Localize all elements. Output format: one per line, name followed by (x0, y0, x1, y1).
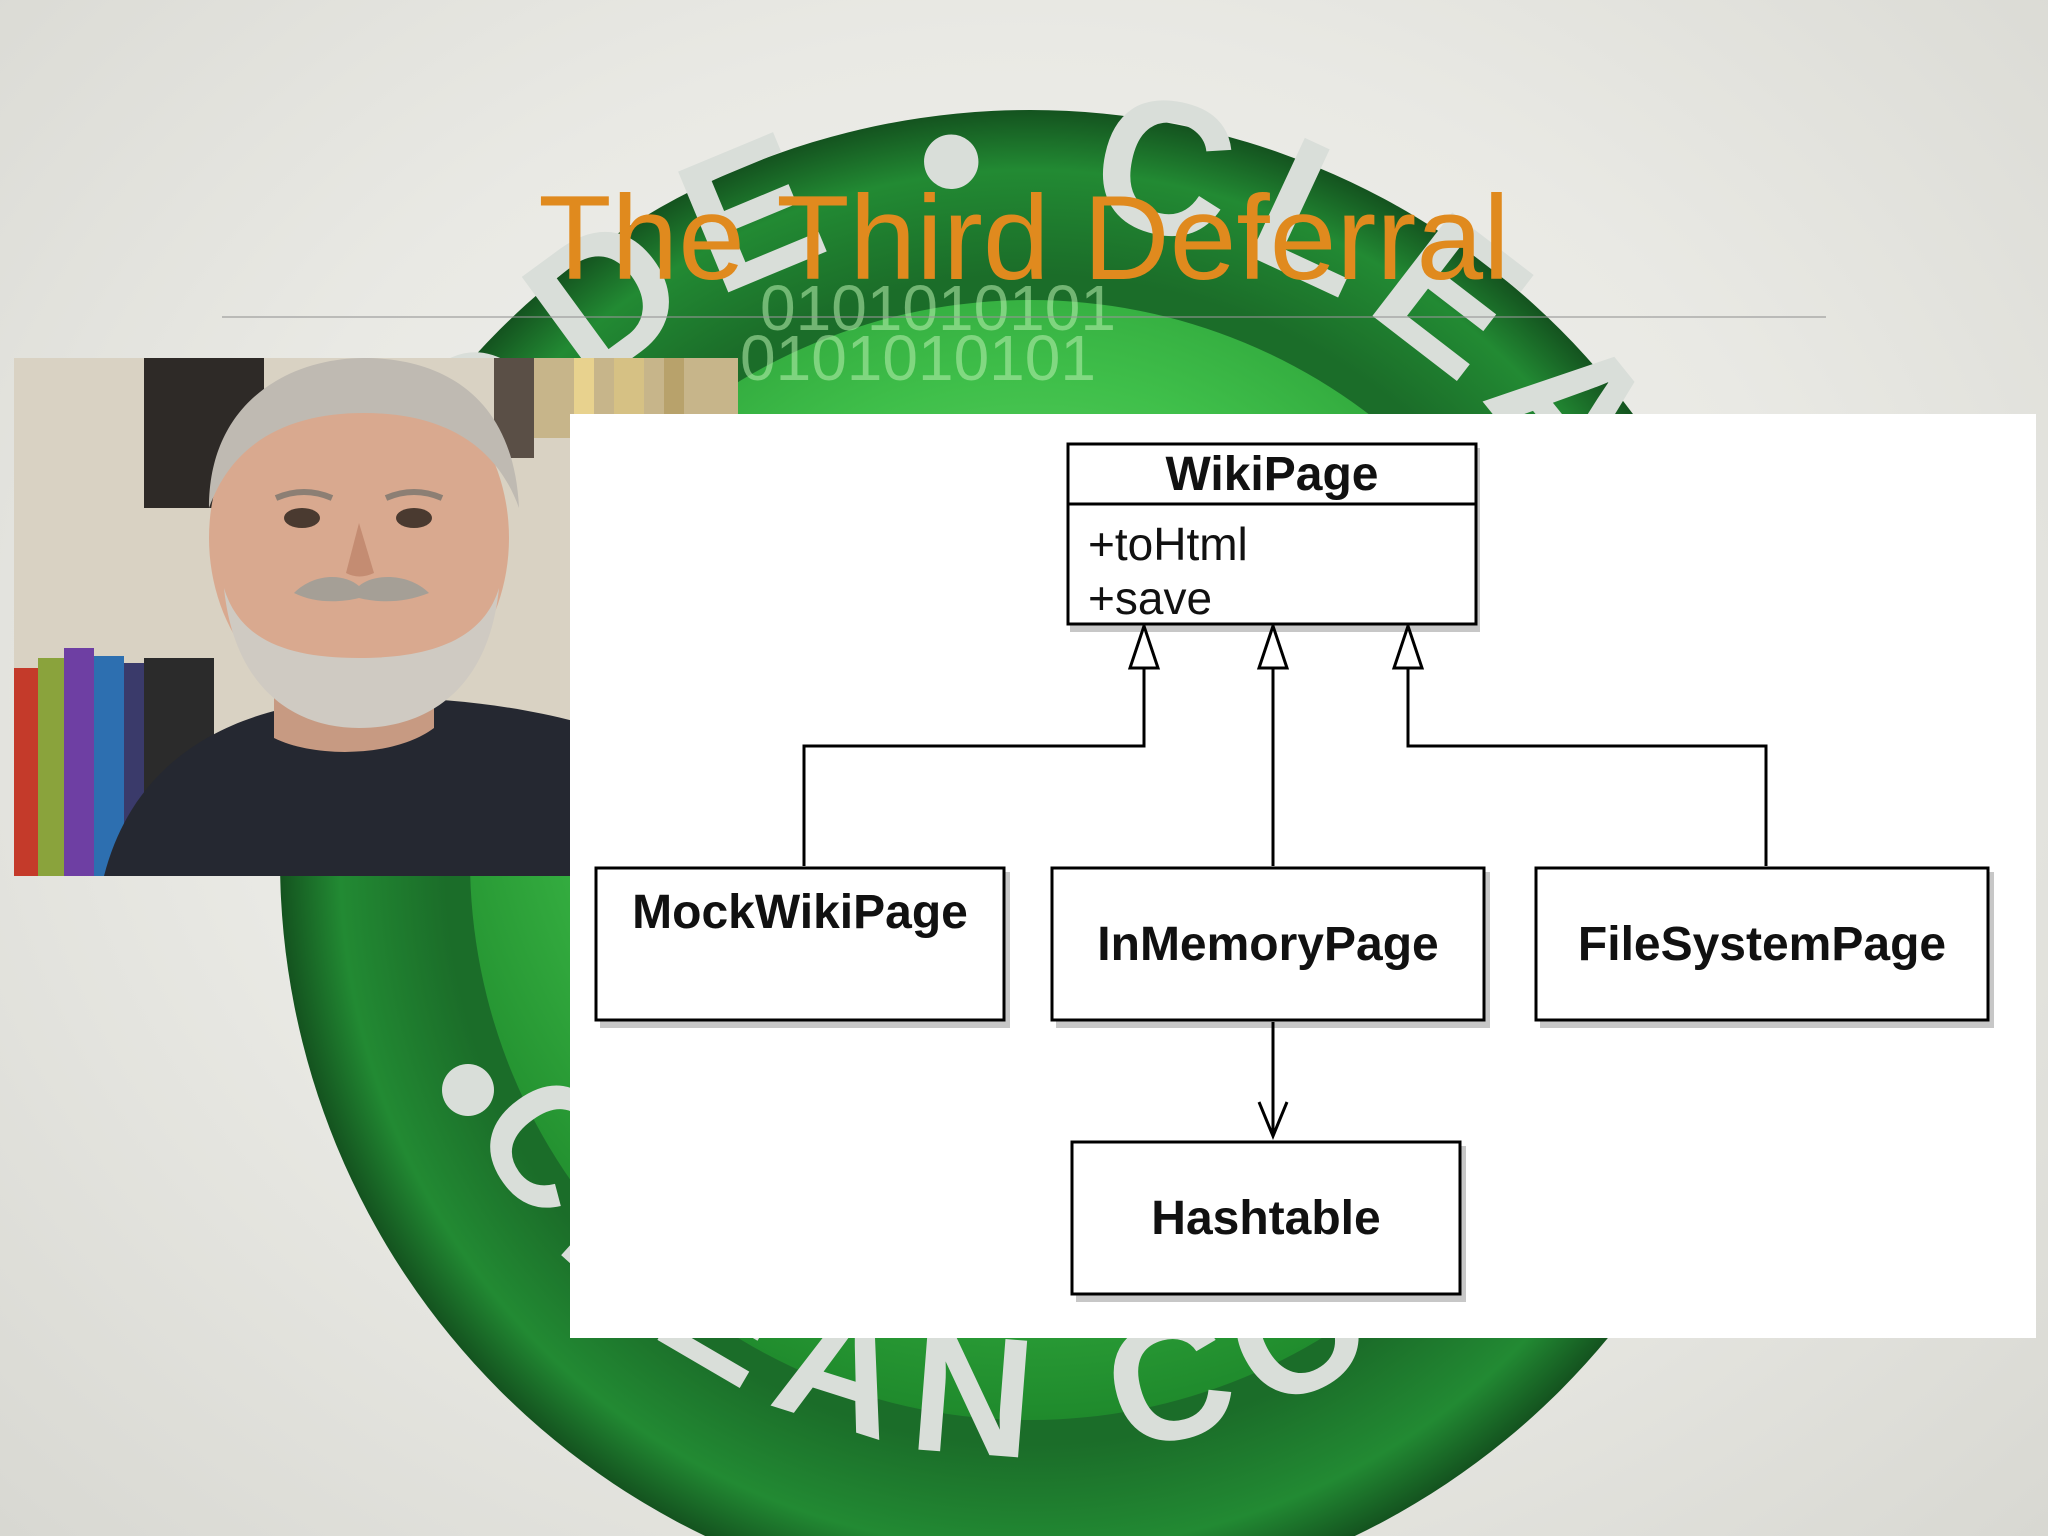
emblem-dot-left (442, 1064, 494, 1116)
title-divider (222, 316, 1826, 318)
class-mockwikipage-name: MockWikiPage (632, 886, 968, 939)
class-hashtable: Hashtable (1070, 1140, 1462, 1296)
emblem-binary: 0101010101 0101010101 (740, 272, 1134, 394)
edge-filesystempage-to-wikipage (1406, 650, 1768, 866)
uml-class-diagram: WikiPage +toHtml +save MockWikiPage InMe… (594, 442, 1994, 1302)
class-inmemorypage-name: InMemoryPage (1097, 918, 1438, 971)
class-filesystempage: FileSystemPage (1534, 866, 1990, 1022)
inheritance-arrow-filesystem (1391, 621, 1425, 670)
edge-mockwikipage-to-wikipage (802, 650, 1146, 866)
class-wikipage-name: WikiPage (1166, 448, 1379, 501)
class-filesystempage-name: FileSystemPage (1578, 918, 1946, 971)
uml-diagram-panel: WikiPage +toHtml +save MockWikiPage InMe… (570, 414, 2036, 1338)
inheritance-arrow-inmemory (1256, 621, 1290, 670)
slide-title: The Third Deferral (538, 171, 1510, 305)
class-mockwikipage: MockWikiPage (594, 866, 1006, 1022)
class-inmemorypage: InMemoryPage (1050, 866, 1486, 1022)
class-wikipage-member-tohtml: +toHtml (1088, 518, 1248, 570)
inheritance-arrow-mock (1127, 621, 1161, 670)
association-arrowhead (1257, 1101, 1289, 1140)
class-wikipage-member-save: +save (1088, 572, 1212, 624)
class-wikipage: WikiPage +toHtml +save (1066, 442, 1478, 626)
class-hashtable-name: Hashtable (1151, 1192, 1380, 1245)
